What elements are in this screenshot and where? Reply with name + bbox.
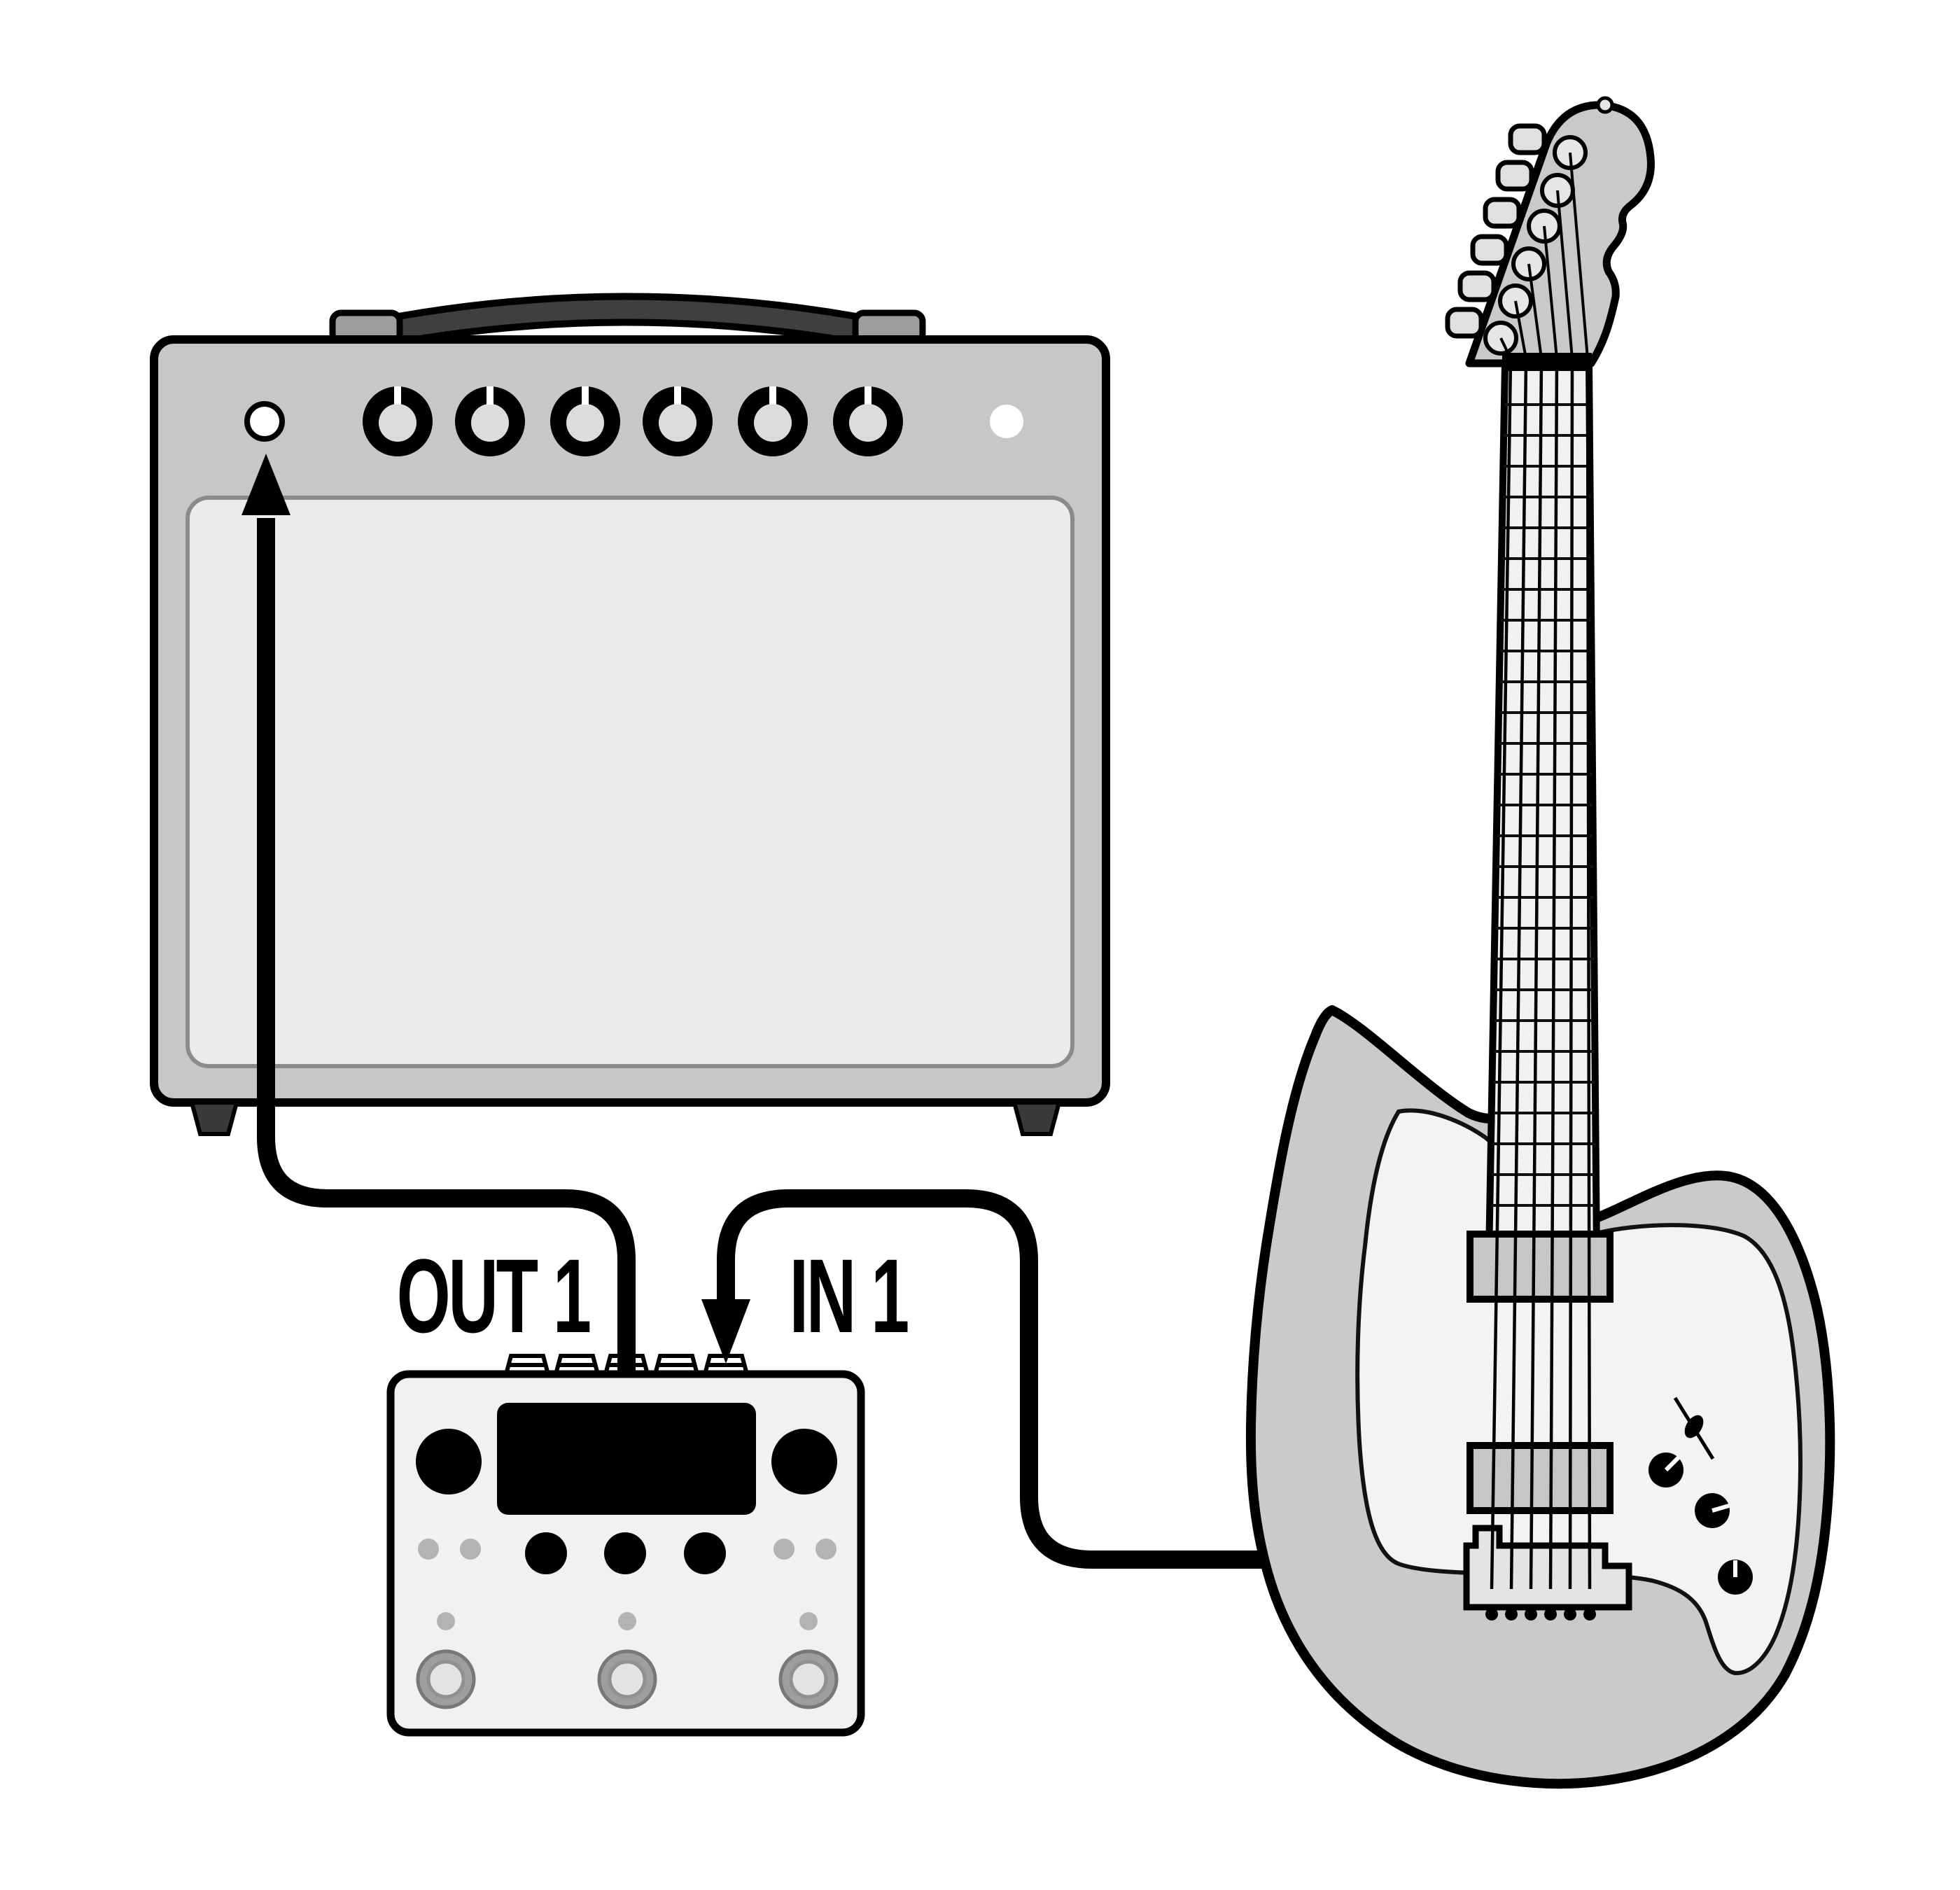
pedal-footswitch [778, 1649, 839, 1709]
pedal-button [684, 1532, 726, 1574]
guitar-control-knob [1648, 1452, 1684, 1488]
guitar-string-tree [1596, 96, 1614, 114]
pedal-button [604, 1532, 646, 1574]
guitar-frets [1491, 403, 1595, 1207]
pedal-led [437, 1612, 455, 1630]
amp-knob [363, 386, 433, 456]
amp-knob [738, 386, 808, 456]
out1-label: OUT 1 [397, 1237, 590, 1354]
guitar-strings [1490, 360, 1592, 1590]
multi-effects-pedal [386, 1354, 865, 1737]
amp-foot-left [189, 1100, 239, 1136]
pedal-dot [460, 1539, 481, 1560]
arrow-down-icon [701, 1299, 750, 1364]
guitar-string-ferrules [1485, 1608, 1596, 1620]
pedal-footswitch [597, 1649, 657, 1709]
pedal-led [618, 1612, 636, 1630]
amp-pilot-light [990, 405, 1023, 438]
pedal-button [525, 1532, 567, 1574]
pedal-dot [418, 1539, 439, 1560]
amp-knob [833, 386, 903, 456]
pedal-dot [774, 1539, 794, 1560]
amp-knob [643, 386, 713, 456]
guitar-nut [1502, 353, 1592, 371]
pedal-knob-left [416, 1429, 482, 1494]
amp-knob [550, 386, 620, 456]
electric-guitar [1245, 96, 1835, 1789]
amp-foot-right [1011, 1100, 1062, 1136]
amp-input-jack [244, 401, 285, 442]
guitar-neck-pickup [1466, 1231, 1614, 1303]
pedal-knob-right [771, 1429, 837, 1494]
guitar-control-knob [1718, 1560, 1753, 1595]
pedal-dot [816, 1539, 836, 1560]
arrow-up-icon [241, 454, 290, 515]
guitar-headstock-strings [1499, 152, 1589, 359]
in1-label: IN 1 [790, 1237, 909, 1354]
cable-guitar-to-in1 [717, 1189, 1270, 1569]
guitar-pickup-switch [1673, 1396, 1715, 1460]
cable-out1-to-amp [257, 518, 636, 1374]
amp-knob [455, 386, 525, 456]
amp-knob-row [363, 386, 903, 456]
guitar-control-knob [1695, 1493, 1730, 1528]
guitar-amplifier [150, 293, 1110, 1136]
pedal-led [799, 1612, 818, 1630]
pedal-display [497, 1403, 756, 1515]
amp-grille [186, 496, 1074, 1068]
pedal-footswitch [416, 1649, 476, 1709]
guitar-tuner-pegs [1445, 123, 1547, 339]
